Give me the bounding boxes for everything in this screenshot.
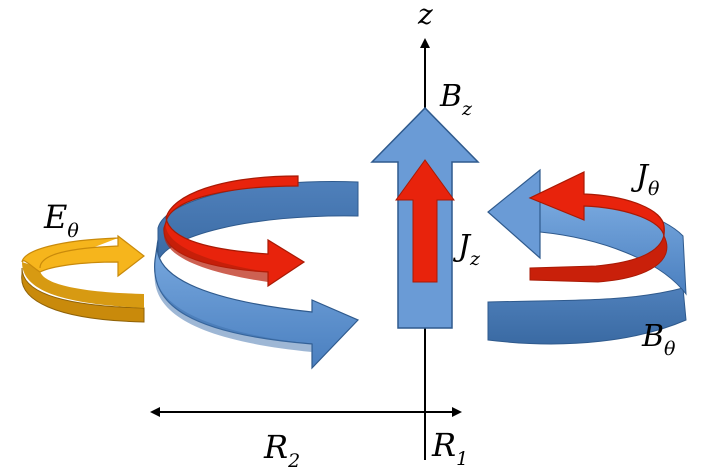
- j-theta-ribbon-right: [528, 171, 668, 283]
- j-theta-label: Jθ: [630, 159, 660, 200]
- e-theta-ribbon: [21, 234, 145, 323]
- z-axis-label: z: [417, 0, 433, 31]
- j-z-label: Jz: [452, 229, 481, 270]
- e-theta-label: Eθ: [43, 198, 79, 242]
- b-theta-ribbon-left: [154, 181, 360, 370]
- b-z-label: Bz: [439, 79, 473, 120]
- b-theta-ribbon-right: [487, 168, 687, 345]
- j-z-arrow: [395, 159, 455, 283]
- r2-label: R2: [263, 428, 300, 472]
- j-theta-ribbon-left: [163, 175, 306, 288]
- r1-label: R1: [431, 426, 468, 470]
- b-theta-label: Bθ: [641, 319, 676, 360]
